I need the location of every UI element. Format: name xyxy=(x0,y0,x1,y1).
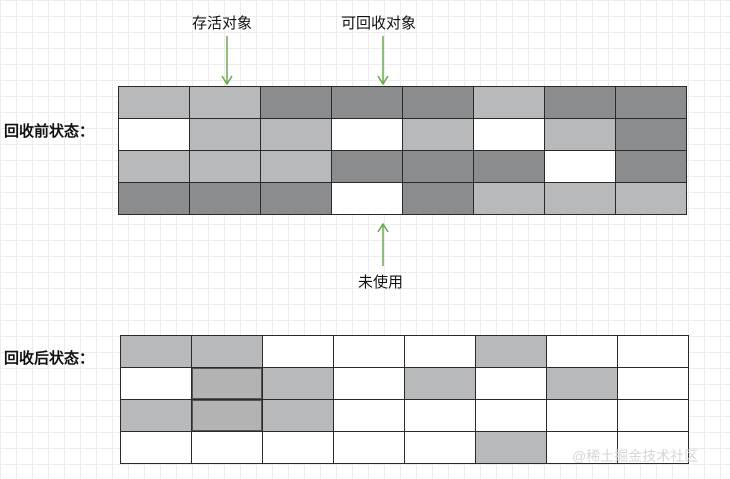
memory-cell-dead xyxy=(332,151,403,183)
memory-cell-free xyxy=(547,336,618,368)
memory-cell-dead xyxy=(261,183,332,215)
memory-cell-live xyxy=(474,87,545,119)
memory-cell-dead xyxy=(474,151,545,183)
memory-cell-free xyxy=(121,368,192,400)
memory-cell-live xyxy=(474,183,545,215)
memory-cell-free xyxy=(334,368,405,400)
memory-cell-live-hl xyxy=(192,400,263,432)
label-collectible-objects: 可回收对象 xyxy=(341,15,417,32)
memory-cell-live xyxy=(190,87,261,119)
memory-cell-free xyxy=(263,432,334,464)
memory-cell-dead xyxy=(261,87,332,119)
memory-cell-dead xyxy=(403,151,474,183)
memory-cell-free xyxy=(121,432,192,464)
memory-cell-free xyxy=(476,368,547,400)
memory-cell-dead xyxy=(403,183,474,215)
memory-cell-free xyxy=(618,432,689,464)
memory-cell-dead xyxy=(545,87,616,119)
memory-cell-dead xyxy=(332,87,403,119)
memory-cell-free xyxy=(405,336,476,368)
memory-cell-free xyxy=(263,336,334,368)
memory-cell-live xyxy=(261,119,332,151)
memory-cell-live xyxy=(190,119,261,151)
memory-cell-live xyxy=(119,151,190,183)
memory-cell-free xyxy=(476,400,547,432)
memory-cell-free xyxy=(547,432,618,464)
memory-cell-free xyxy=(618,336,689,368)
watermark-text: @稀土掘金技术社区 xyxy=(572,448,699,464)
memory-cell-free xyxy=(405,400,476,432)
memory-cell-live xyxy=(192,336,263,368)
memory-cell-free xyxy=(332,119,403,151)
arrow-down-alive-icon xyxy=(221,36,233,86)
memory-cell-free xyxy=(618,400,689,432)
memory-cell-live xyxy=(476,336,547,368)
memory-cell-dead xyxy=(616,151,687,183)
heap-grid-before xyxy=(118,86,687,215)
memory-cell-dead xyxy=(616,119,687,151)
memory-cell-live xyxy=(121,400,192,432)
memory-cell-free xyxy=(474,119,545,151)
memory-cell-free xyxy=(547,400,618,432)
memory-cell-free xyxy=(332,183,403,215)
memory-cell-dead xyxy=(190,183,261,215)
memory-cell-live-hl xyxy=(192,368,263,400)
label-alive-objects: 存活对象 xyxy=(192,15,253,32)
memory-cell-live xyxy=(261,151,332,183)
memory-cell-live xyxy=(405,368,476,400)
label-after-state: 回收后状态： xyxy=(4,350,95,367)
label-before-state: 回收前状态： xyxy=(4,123,95,140)
memory-cell-free xyxy=(334,400,405,432)
memory-cell-live xyxy=(616,183,687,215)
arrow-up-unused-icon xyxy=(377,222,389,266)
arrow-down-collectible-icon xyxy=(377,36,389,86)
label-unused: 未使用 xyxy=(358,274,404,291)
memory-cell-dead xyxy=(119,183,190,215)
memory-cell-free xyxy=(119,119,190,151)
memory-cell-live xyxy=(403,119,474,151)
memory-cell-free xyxy=(618,368,689,400)
memory-cell-live xyxy=(121,336,192,368)
memory-cell-live xyxy=(263,400,334,432)
memory-cell-live xyxy=(547,368,618,400)
memory-cell-free xyxy=(545,151,616,183)
memory-cell-free xyxy=(192,432,263,464)
memory-cell-free xyxy=(334,432,405,464)
memory-cell-dead xyxy=(616,87,687,119)
heap-grid-after xyxy=(120,335,689,464)
memory-cell-free xyxy=(334,336,405,368)
memory-cell-free xyxy=(405,432,476,464)
memory-cell-live xyxy=(545,183,616,215)
memory-cell-live xyxy=(190,151,261,183)
memory-cell-live xyxy=(476,432,547,464)
memory-cell-live xyxy=(119,87,190,119)
memory-cell-live xyxy=(263,368,334,400)
memory-cell-live xyxy=(545,119,616,151)
memory-cell-dead xyxy=(403,87,474,119)
